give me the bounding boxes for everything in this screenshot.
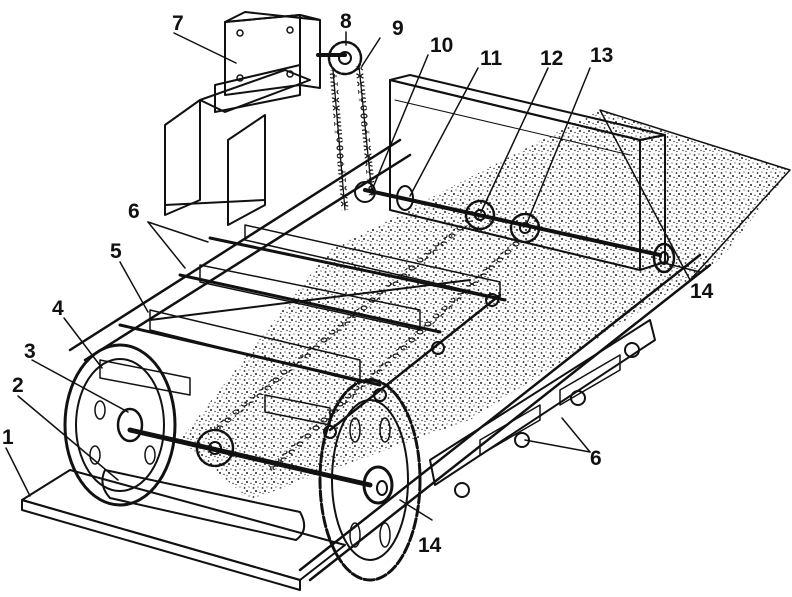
callout-2: 2 bbox=[12, 374, 24, 397]
return-scraper-blades bbox=[429, 319, 656, 498]
bearing-bushing-right bbox=[652, 242, 676, 274]
callout-11: 11 bbox=[480, 47, 503, 70]
callout-3: 3 bbox=[24, 340, 36, 363]
callout-9: 9 bbox=[392, 17, 404, 40]
bearing-bushing-front bbox=[362, 465, 394, 505]
drive-chain bbox=[329, 65, 376, 211]
drive-sprocket bbox=[316, 40, 363, 76]
callout-14-front: 14 bbox=[418, 534, 442, 557]
motor-stand bbox=[164, 64, 311, 226]
callout-leaders bbox=[5, 31, 701, 521]
callout-6-right: 6 bbox=[590, 447, 602, 470]
callout-8: 8 bbox=[340, 10, 352, 33]
conveyor-chains bbox=[213, 217, 523, 473]
callout-5: 5 bbox=[110, 240, 122, 263]
callout-10: 10 bbox=[430, 34, 453, 57]
drum-wheel-right bbox=[318, 378, 422, 582]
callout-4: 4 bbox=[52, 297, 64, 320]
side-links-left bbox=[323, 293, 502, 439]
base-plate bbox=[21, 469, 346, 591]
callout-1: 1 bbox=[2, 426, 14, 449]
callout-7: 7 bbox=[172, 12, 184, 35]
motor-gearbox bbox=[224, 11, 321, 96]
sprocket-12 bbox=[464, 199, 496, 231]
callout-14-right: 14 bbox=[690, 280, 714, 303]
sprocket-13 bbox=[509, 212, 541, 244]
lower-shaft bbox=[127, 427, 373, 488]
granular-material-bed bbox=[180, 109, 791, 500]
callout-6-left: 6 bbox=[128, 200, 140, 223]
callout-12: 12 bbox=[540, 47, 563, 70]
scraper-blades bbox=[99, 224, 507, 426]
rear-housing bbox=[389, 74, 666, 271]
callout-13: 13 bbox=[590, 44, 613, 67]
roller bbox=[101, 469, 306, 541]
callout-labels: 7 8 9 10 11 12 13 14 6 5 4 3 2 1 6 14 bbox=[2, 10, 714, 557]
drum-wheel-left bbox=[63, 343, 177, 507]
